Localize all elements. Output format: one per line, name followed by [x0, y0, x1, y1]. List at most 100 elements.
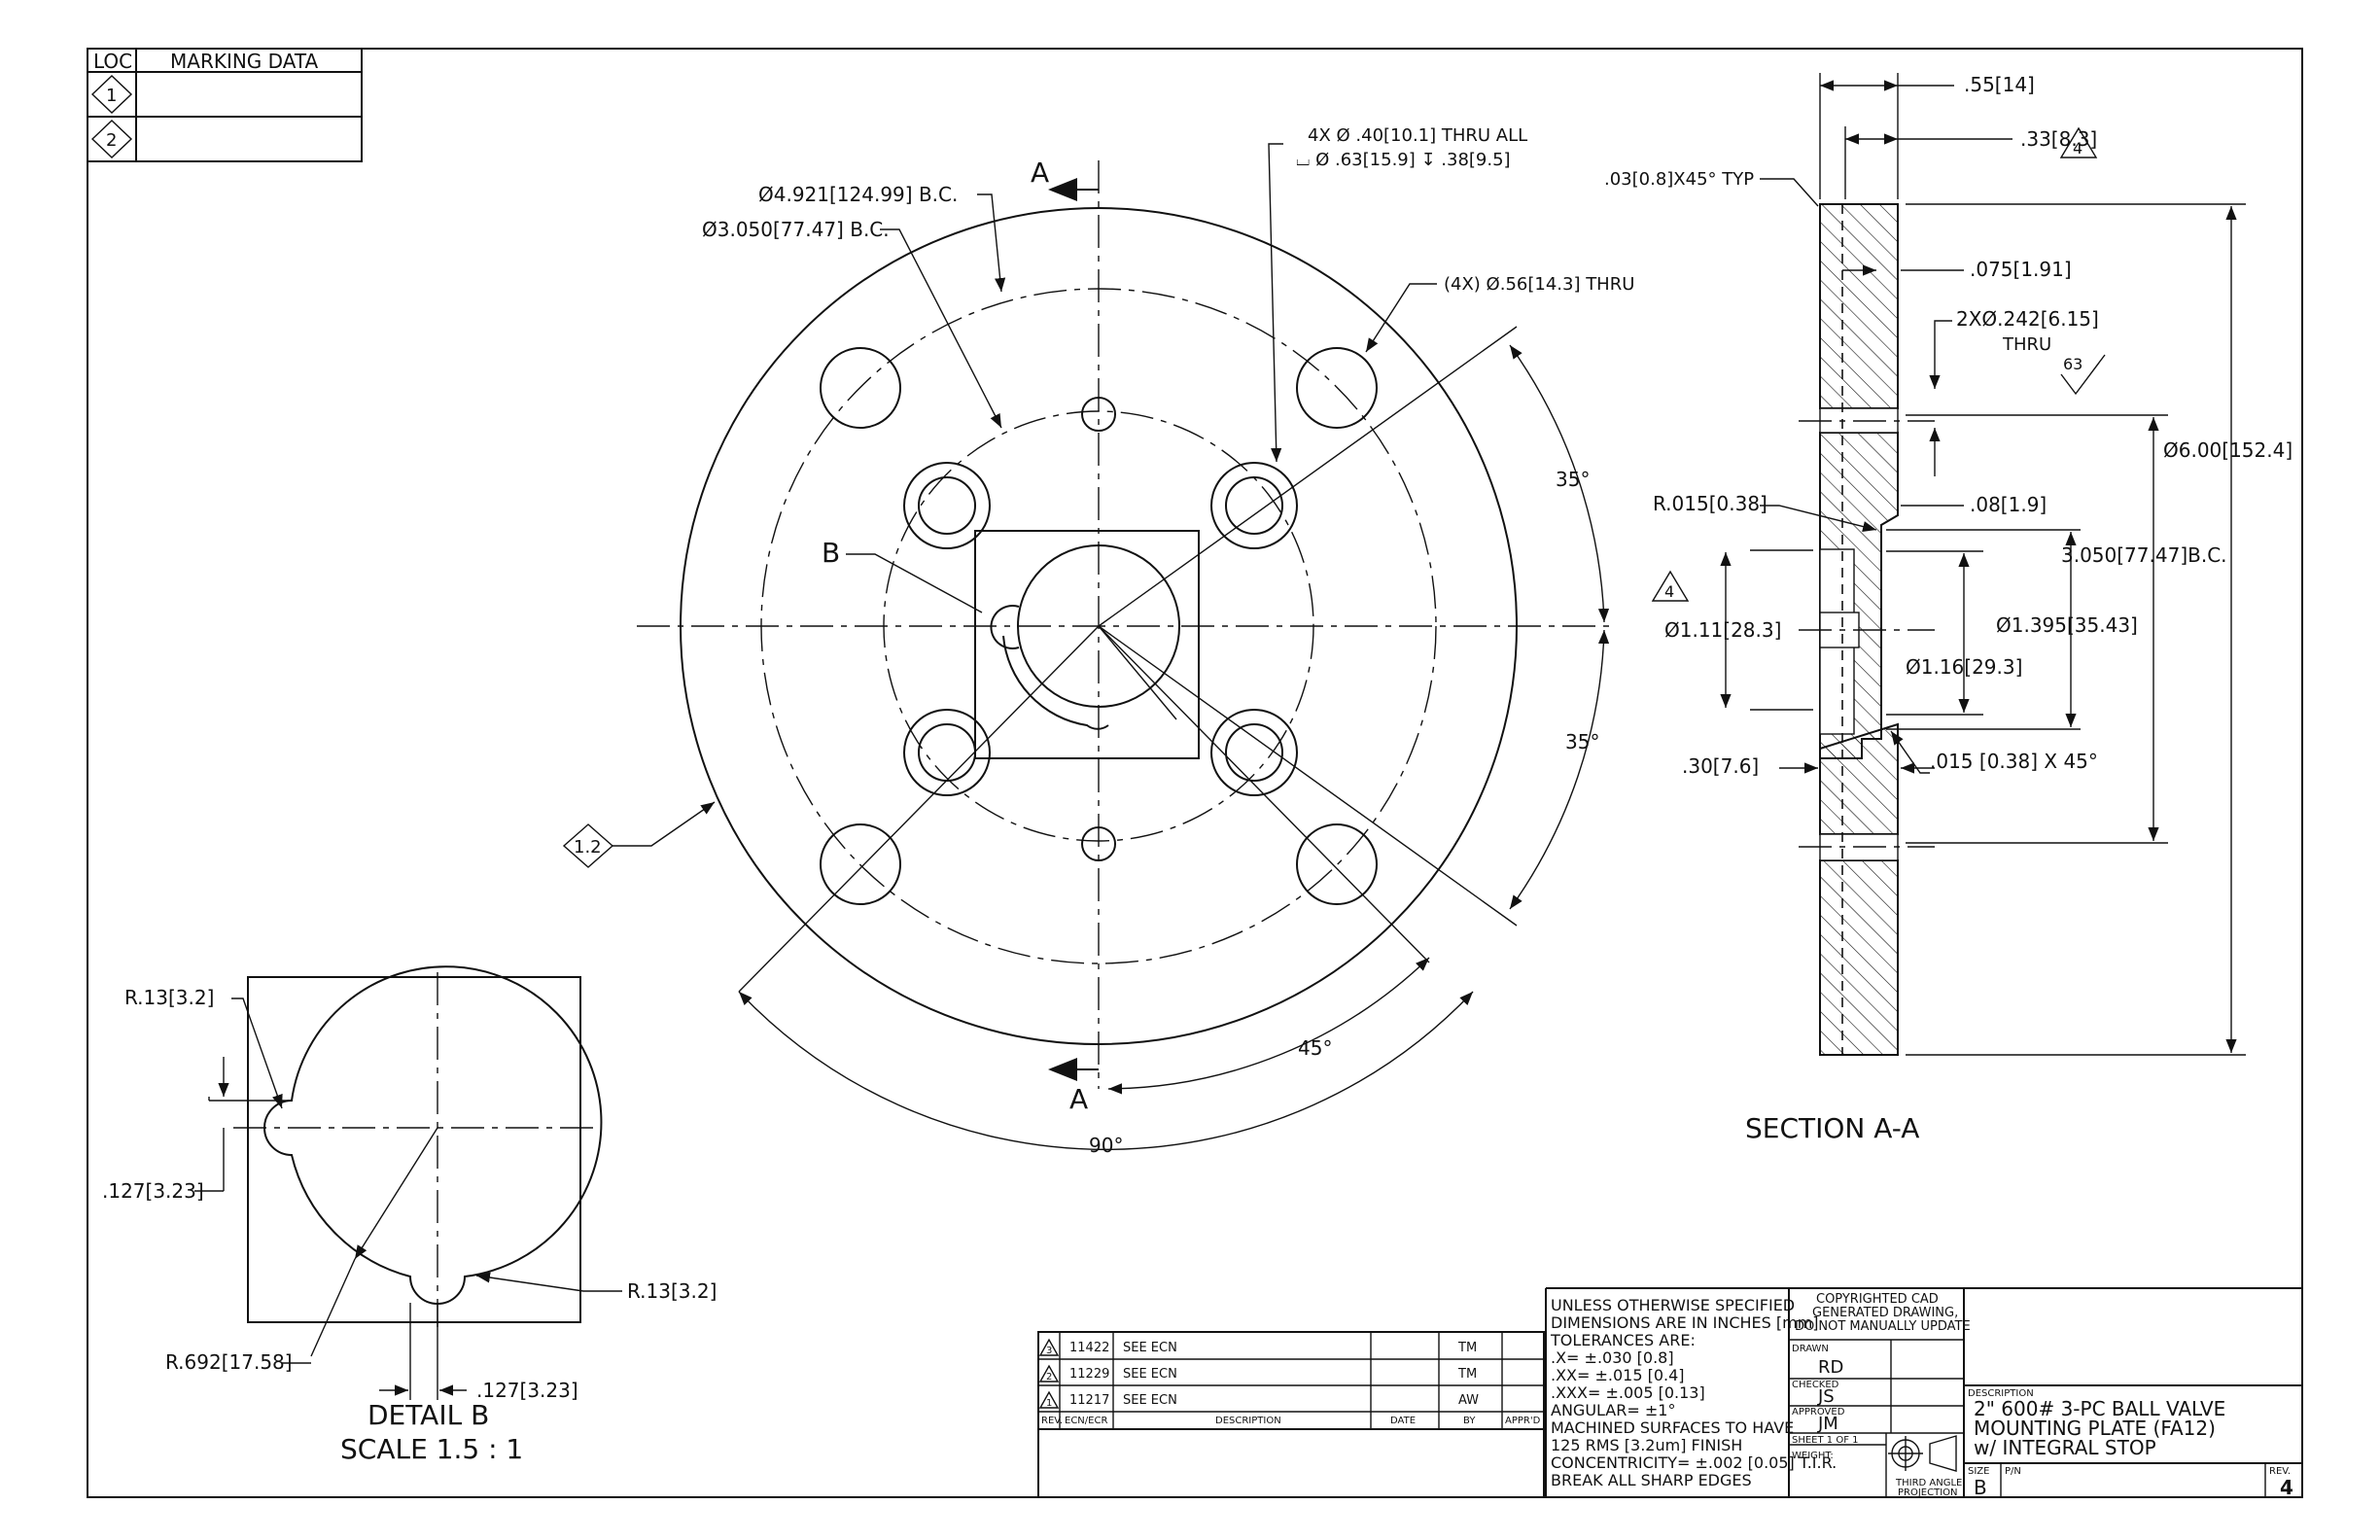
rev-flag-triangle — [2059, 126, 2098, 158]
svg-text:11422: 11422 — [1069, 1341, 1109, 1355]
marking-flag-label: 1.2 — [574, 837, 602, 858]
drawn-by: RD — [1818, 1357, 1843, 1378]
detail-boss — [247, 976, 581, 1323]
appd-col-header: APPR'D — [1505, 1416, 1541, 1426]
bolt-circle-outer — [760, 288, 1437, 964]
counterbored-hole — [903, 709, 991, 796]
section-body-top — [1819, 203, 1899, 409]
marking-loc-1: 1 — [106, 86, 117, 106]
svg-text:TM: TM — [1457, 1341, 1477, 1355]
bolt-circle-inner — [883, 410, 1314, 842]
hole-note-line-2: ⌴ Ø .63[15.9] ↧ .38[9.5] — [1296, 150, 1511, 170]
outer-hole — [1296, 347, 1378, 429]
radius-015: R.015[0.38] — [1653, 492, 1768, 515]
rev-flag-number: 4 — [2073, 139, 2082, 158]
detail-title: DETAIL B — [368, 1399, 489, 1431]
detail-r692: R.692[17.58] — [165, 1350, 293, 1374]
desc-col-header: DESCRIPTION — [1215, 1416, 1281, 1426]
chamfer-typ-label: .03[0.8]X45° TYP — [1604, 169, 1754, 190]
revision-table: 3 11422 SEE ECN TM 2 11229 SEE ECN TM 1 … — [1037, 1331, 1545, 1498]
dia-111: Ø1.11[28.3] — [1664, 618, 1781, 642]
third-angle-projection-icon — [1888, 1435, 1957, 1472]
note-line: .XXX= ±.005 [0.13] — [1551, 1383, 1705, 1402]
detail-view: R.13[3.2] .127[3.23] R.13[3.2] R.692[17.… — [102, 965, 717, 1465]
description-line-3: w/ INTEGRAL STOP — [1974, 1436, 2156, 1459]
detail-b-callout: B — [822, 537, 840, 569]
finish-symbol — [2060, 354, 2106, 396]
hole-note-line-1: 4X Ø .40[10.1] THRU ALL — [1308, 125, 1527, 146]
description-label: DESCRIPTION — [1968, 1388, 2034, 1399]
counterbored-hole — [903, 462, 991, 549]
bc-outer-label: Ø4.921[124.99] B.C. — [758, 183, 958, 206]
title-block: COPYRIGHTED CAD GENERATED DRAWING, DO NO… — [1545, 1287, 2302, 1499]
note-line: MACHINED SURFACES TO HAVE — [1551, 1418, 1794, 1437]
dim-30: .30[7.6] — [1682, 754, 1759, 778]
angle-35-top: 35° — [1556, 468, 1590, 491]
center-bore — [1017, 544, 1180, 708]
marking-loc-2-flag — [90, 120, 133, 158]
note-line: 125 RMS [3.2um] FINISH — [1551, 1436, 1742, 1454]
weight-label: WEIGHT: — [1792, 1451, 1834, 1461]
svg-text:AW: AW — [1458, 1393, 1479, 1408]
rev-flag-triangle — [1651, 570, 1690, 602]
detail-r13-right: R.13[3.2] — [627, 1279, 717, 1303]
size-label: SIZE — [1968, 1466, 1989, 1477]
keyway-left — [990, 605, 1020, 649]
counterbored-hole — [1210, 709, 1298, 796]
dim-075: .075[1.91] — [1970, 258, 2072, 281]
note-line: .XX= ±.015 [0.4] — [1551, 1366, 1685, 1384]
note-line: .X= ±.030 [0.8] — [1551, 1348, 1674, 1367]
checked-by: JS — [1817, 1386, 1835, 1407]
rev-col-header: REV. — [1041, 1416, 1063, 1426]
hole-2x-label: 2XØ.242[6.15] — [1956, 307, 2099, 331]
description-line-1: 2" 600# 3-PC BALL VALVE — [1974, 1397, 2225, 1420]
detail-bore-profile — [263, 965, 603, 1305]
revision-row: 2 11229 SEE ECN TM — [1038, 1364, 1477, 1382]
dia-600: Ø6.00[152.4] — [2163, 438, 2292, 462]
date-col-header: DATE — [1390, 1416, 1416, 1426]
marking-table-data-header: MARKING DATA — [170, 50, 319, 73]
marking-flag — [562, 823, 614, 868]
size-value: B — [1974, 1476, 1987, 1499]
marking-table: LOC MARKING DATA 1 2 — [87, 48, 363, 162]
detail-scale: SCALE 1.5 : 1 — [340, 1433, 523, 1465]
copyright-line-1: COPYRIGHTED CAD — [1816, 1292, 1939, 1307]
detail-127-bottom: .127[3.23] — [476, 1379, 578, 1402]
section-body-bottom — [1819, 859, 1899, 1056]
note-line: UNLESS OTHERWISE SPECIFIED — [1551, 1296, 1795, 1314]
copyright-line-3: DO NOT MANUALLY UPDATE — [1795, 1319, 1971, 1334]
small-hole — [1081, 397, 1116, 432]
svg-text:11217: 11217 — [1069, 1393, 1109, 1408]
counterbored-hole — [1210, 462, 1298, 549]
outer-hole — [1296, 823, 1378, 905]
hole-thru-label: THRU — [2002, 334, 2051, 355]
svg-text:TM: TM — [1457, 1367, 1477, 1382]
outer-hole — [820, 347, 901, 429]
marking-loc-1-flag — [90, 75, 133, 114]
outer-holes-label: (4X) Ø.56[14.3] THRU — [1444, 274, 1634, 295]
svg-text:2: 2 — [1046, 1372, 1052, 1382]
approved-label: APPROVED — [1792, 1407, 1845, 1418]
svg-text:1: 1 — [1046, 1398, 1052, 1409]
revision-row: 1 11217 SEE ECN AW — [1038, 1390, 1479, 1409]
by-col-header: BY — [1463, 1416, 1476, 1426]
front-view: 35° 35° 45° 90° A A Ø4.921[124.99] B.C. … — [562, 125, 1634, 1157]
section-cut-label-bottom: A — [1069, 1083, 1088, 1115]
sheet-number: SHEET 1 OF 1 — [1792, 1435, 1859, 1446]
detail-r13-top: R.13[3.2] — [124, 986, 214, 1009]
approved-by: JM — [1817, 1414, 1838, 1434]
dia-1395: Ø1.395[35.43] — [1996, 613, 2138, 637]
ecn-col-header: ECN/ECR — [1065, 1416, 1107, 1426]
detail-127-left: .127[3.23] — [102, 1179, 204, 1203]
dia-116: Ø1.16[29.3] — [1906, 655, 2022, 679]
bc-inner-label: Ø3.050[77.47] B.C. — [702, 218, 890, 241]
note-line: CONCENTRICITY= ±.002 [0.05] T.I.R. — [1551, 1453, 1837, 1472]
copyright-line-2: GENERATED DRAWING, — [1812, 1306, 1958, 1320]
note-line: BREAK ALL SHARP EDGES — [1551, 1471, 1752, 1489]
pn-label: P/N — [2005, 1466, 2021, 1477]
bc-3050: 3.050[77.47]B.C. — [2061, 543, 2227, 567]
finish-value: 63 — [2063, 355, 2082, 373]
dim-thickness: .55[14] — [1964, 73, 2035, 96]
svg-text:11229: 11229 — [1069, 1367, 1109, 1382]
rev-flag-number: 4 — [1664, 582, 1674, 601]
